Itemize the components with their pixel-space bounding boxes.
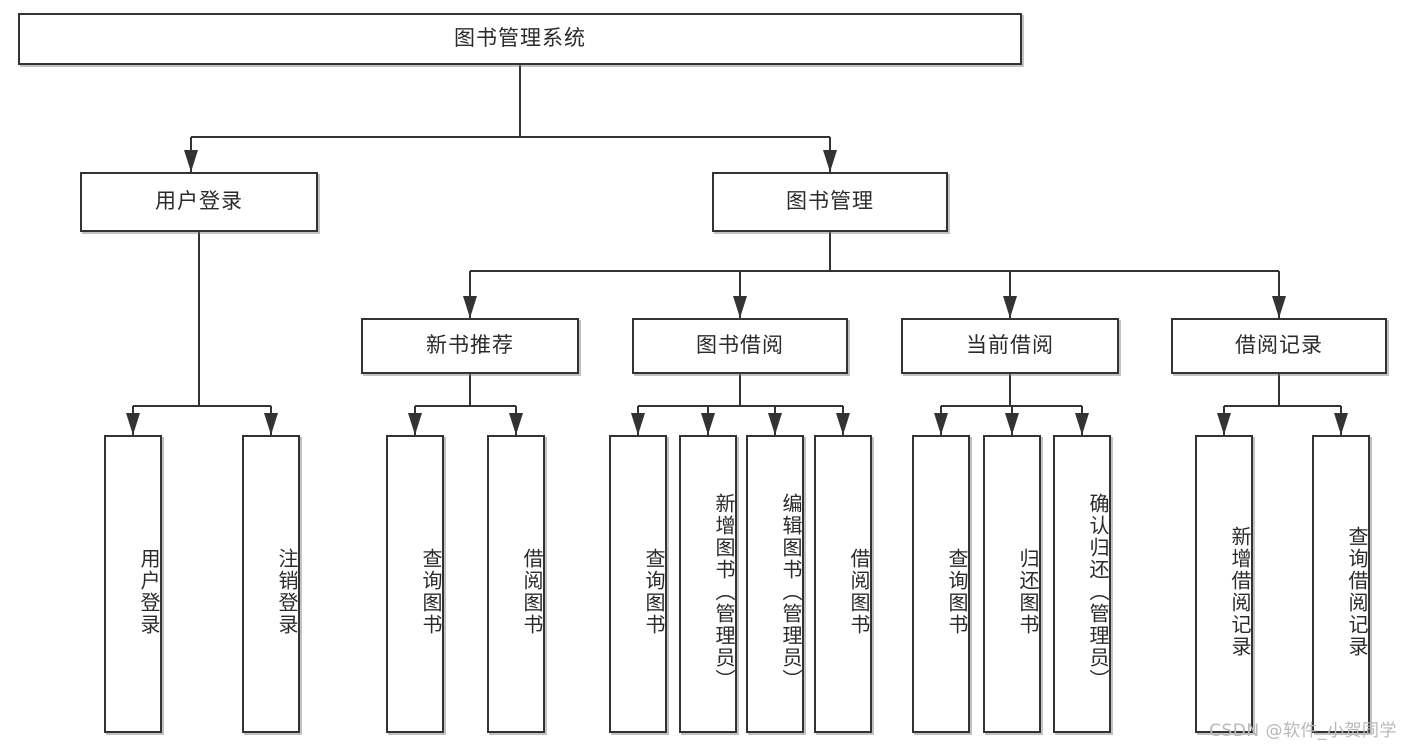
node-label: 查询图书 — [642, 548, 666, 636]
node-label: 编辑图书（管理员） — [779, 493, 803, 691]
node-label: 借阅图书 — [847, 548, 871, 636]
node-label: 新增借阅记录 — [1228, 526, 1252, 658]
node-book-borrow[interactable]: 图书借阅 — [632, 318, 848, 374]
node-user-login[interactable]: 用户登录 — [80, 172, 318, 232]
node-borrow-record[interactable]: 借阅记录 — [1171, 318, 1387, 374]
node-leaf-logout[interactable]: 注销登录 — [242, 435, 300, 733]
node-leaf-add-book[interactable]: 新增图书（管理员） — [679, 435, 737, 733]
node-leaf-query-book-new[interactable]: 查询图书 — [386, 435, 444, 733]
node-label: 新书推荐 — [426, 333, 514, 358]
node-leaf-query-book-current[interactable]: 查询图书 — [912, 435, 970, 733]
node-label: 借阅记录 — [1235, 333, 1323, 358]
node-root[interactable]: 图书管理系统 — [18, 13, 1022, 65]
node-label: 查询图书 — [945, 548, 969, 636]
node-label: 图书管理 — [786, 189, 874, 214]
node-new-book-recommend[interactable]: 新书推荐 — [361, 318, 579, 374]
node-leaf-user-login[interactable]: 用户登录 — [104, 435, 162, 733]
node-leaf-query-book-borrow[interactable]: 查询图书 — [609, 435, 667, 733]
node-leaf-return-book[interactable]: 归还图书 — [983, 435, 1041, 733]
node-label: 图书借阅 — [696, 333, 784, 358]
node-label: 新增图书（管理员） — [712, 493, 736, 691]
node-current-borrow[interactable]: 当前借阅 — [901, 318, 1119, 374]
node-label: 注销登录 — [275, 548, 299, 636]
node-label: 当前借阅 — [966, 333, 1054, 358]
node-label: 查询借阅记录 — [1345, 526, 1369, 658]
node-leaf-confirm-return[interactable]: 确认归还（管理员） — [1053, 435, 1111, 733]
node-label: 查询图书 — [419, 548, 443, 636]
node-label: 借阅图书 — [520, 548, 544, 636]
node-label: 用户登录 — [155, 189, 243, 214]
node-label: 归还图书 — [1016, 548, 1040, 636]
node-leaf-borrow-book-new[interactable]: 借阅图书 — [487, 435, 545, 733]
node-leaf-add-record[interactable]: 新增借阅记录 — [1195, 435, 1253, 733]
node-label: 用户登录 — [137, 548, 161, 636]
node-label: 图书管理系统 — [454, 26, 586, 51]
node-leaf-borrow-book[interactable]: 借阅图书 — [814, 435, 872, 733]
node-label: 确认归还（管理员） — [1086, 493, 1110, 691]
node-leaf-query-record[interactable]: 查询借阅记录 — [1312, 435, 1370, 733]
node-book-management[interactable]: 图书管理 — [712, 172, 948, 232]
node-leaf-edit-book[interactable]: 编辑图书（管理员） — [746, 435, 804, 733]
watermark-label: CSDN @软件_小贺同学 — [1209, 721, 1397, 741]
